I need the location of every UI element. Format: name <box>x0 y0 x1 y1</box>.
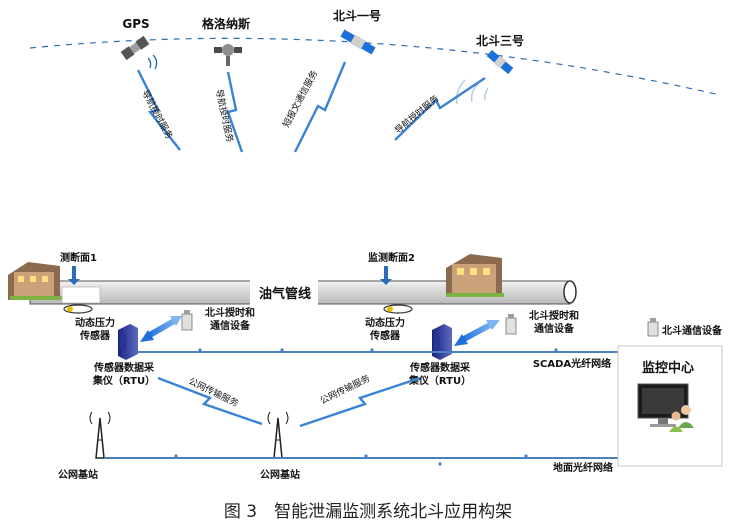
figure-caption: 图 3 智能泄漏监测系统北斗应用构架 <box>224 502 512 522</box>
rtu-1-label-line1: 传感器数据采 <box>93 361 154 374</box>
station-house-1 <box>8 262 64 300</box>
signal-bolt-beidou1 <box>293 61 347 153</box>
signal-bolt-glonass <box>226 71 244 153</box>
section2-arrow <box>380 266 392 285</box>
center-beidou-device <box>647 318 659 337</box>
base-station-tower-2 <box>267 411 289 459</box>
operators-icon <box>669 405 694 432</box>
pressure-sensor-1-label-line1: 动态压力 <box>75 316 115 329</box>
satellite-glonass-label: 格洛纳斯 <box>202 16 250 31</box>
rtu-1 <box>118 324 138 360</box>
rtu-2 <box>432 324 452 360</box>
satellite-beidou1 <box>340 29 376 55</box>
center-label: 监控中心 <box>642 360 694 376</box>
base-station-1-label: 公网基站 <box>58 468 98 481</box>
signal-bolt-gps <box>136 69 181 151</box>
satellite-glonass <box>214 44 242 66</box>
satellite-gps-label: GPS <box>122 17 149 31</box>
satellite-gps <box>120 35 150 61</box>
service-label-beidou1: 短报文通信服务 <box>280 68 320 129</box>
ground-fiber-label: 地面光纤网络 <box>553 461 613 474</box>
pressure-sensor-1-label-line2: 传感器 <box>79 329 111 342</box>
orbit-arc <box>29 37 721 96</box>
beidou-device-1 <box>181 310 193 331</box>
satellite-beidou3-label: 北斗三号 <box>476 33 524 48</box>
satellite-beidou3 <box>486 49 514 75</box>
pressure-sensor-2-label-line1: 动态压力 <box>365 316 405 329</box>
signal-bolt-beidou3 <box>394 77 486 141</box>
rtu-2-label-line2: 集仪（RTU） <box>408 374 471 387</box>
scada-label: SCADA光纤网络 <box>533 357 611 370</box>
service-label-beidou3: 导航授时服务 <box>392 92 441 136</box>
section2-label: 监测断面2 <box>368 251 415 264</box>
beidou-device-2-label-line1: 北斗授时和 <box>529 309 579 322</box>
pressure-sensor-2-label-line2: 传感器 <box>369 329 401 342</box>
beidou-device-2-label-line2: 通信设备 <box>534 322 575 335</box>
pressure-sensor-2 <box>383 304 413 314</box>
beidou-device-2 <box>505 314 517 335</box>
satellite-beidou1-label: 北斗一号 <box>333 8 381 23</box>
section1-label: 测断面1 <box>60 251 97 264</box>
pipeline-label: 油气管线 <box>259 286 311 302</box>
rtu-2-label-line1: 传感器数据采 <box>409 361 470 374</box>
pipeline-end <box>563 280 577 304</box>
rtu-link-arrow-2 <box>454 320 500 346</box>
base-station-tower-1 <box>89 411 111 459</box>
public-bolt-1 <box>157 376 263 426</box>
station-house-2 <box>446 254 504 297</box>
pressure-sensor-1 <box>63 304 93 314</box>
base-station-2-label: 公网基站 <box>260 468 300 481</box>
section1-arrow <box>68 266 80 285</box>
beidou-device-1-label-line1: 北斗授时和 <box>205 306 255 319</box>
rtu-1-label-line2: 集仪（RTU） <box>92 374 155 387</box>
rtu-link-arrow-1 <box>140 316 182 342</box>
monitor-icon <box>637 383 689 427</box>
center-device-label: 北斗通信设备 <box>662 324 723 337</box>
beidou-device-1-label-line2: 通信设备 <box>210 319 251 332</box>
public-bolt-2 <box>299 376 421 428</box>
service-label-gps: 导航授时服务 <box>139 88 175 141</box>
